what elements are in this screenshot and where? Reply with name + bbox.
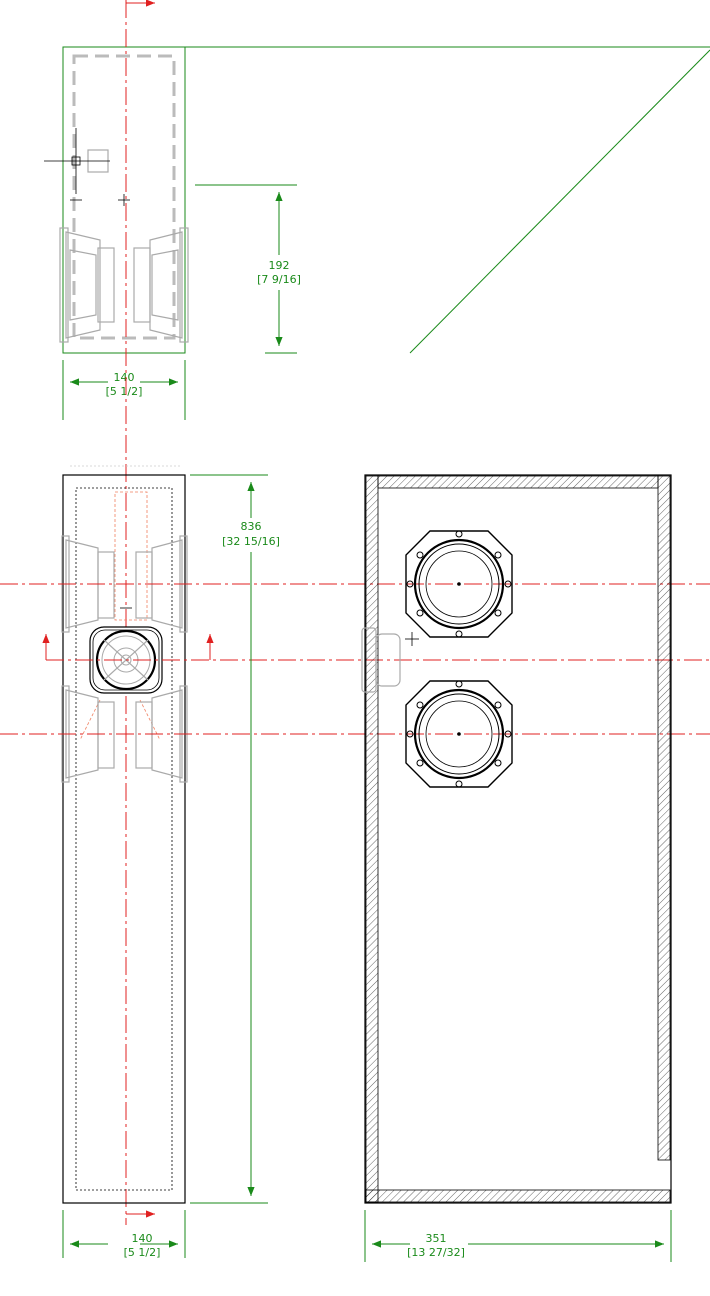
top-view-outline xyxy=(62,46,186,354)
dim-front-height: 836 [32 15/16] xyxy=(190,474,280,1204)
dim-top-width-value: 140 xyxy=(114,371,135,384)
side-driver-upper xyxy=(405,530,513,638)
dim-front-width-value: 140 xyxy=(132,1232,153,1245)
dim-top-depth-value: 192 xyxy=(269,259,290,272)
side-back-wall xyxy=(657,475,671,1161)
side-outline xyxy=(364,474,672,1204)
dim-front-height-value: 836 xyxy=(241,520,262,533)
dim-top-depth: 192 [7 9/16] xyxy=(195,184,301,354)
side-front-wall xyxy=(365,475,379,1203)
top-crosshair xyxy=(44,128,130,206)
top-driver-left xyxy=(59,227,115,343)
dim-top-depth-imperial: [7 9/16] xyxy=(257,273,301,286)
dim-side-depth-value: 351 xyxy=(426,1232,447,1245)
front-view xyxy=(61,465,188,1204)
top-view: 192 [7 9/16] 140 [5 1/2] xyxy=(44,46,710,420)
side-section-view xyxy=(361,474,672,1204)
front-driver-upper xyxy=(61,535,188,633)
top-hidden-inner xyxy=(72,54,176,340)
projection-diagonal xyxy=(409,49,710,354)
dim-front-width-imperial: [5 1/2] xyxy=(124,1246,161,1259)
dim-top-width-imperial: [5 1/2] xyxy=(106,385,143,398)
dim-top-width: 140 [5 1/2] xyxy=(62,360,186,420)
dim-front-height-imperial: [32 15/16] xyxy=(222,535,280,548)
dim-side-depth: 351 [13 27/32] xyxy=(364,1210,672,1262)
front-outline xyxy=(62,474,186,1204)
side-driver-lower xyxy=(405,680,513,788)
dim-front-width: 140 [5 1/2] xyxy=(62,1210,186,1259)
front-port-hidden xyxy=(114,491,148,621)
side-top-wall xyxy=(377,475,659,489)
side-tweeter xyxy=(361,627,419,693)
top-driver-right xyxy=(133,227,189,343)
dim-side-depth-imperial: [13 27/32] xyxy=(407,1246,465,1259)
side-bottom-wall xyxy=(365,1189,671,1203)
front-inner-dotted xyxy=(75,487,173,1191)
